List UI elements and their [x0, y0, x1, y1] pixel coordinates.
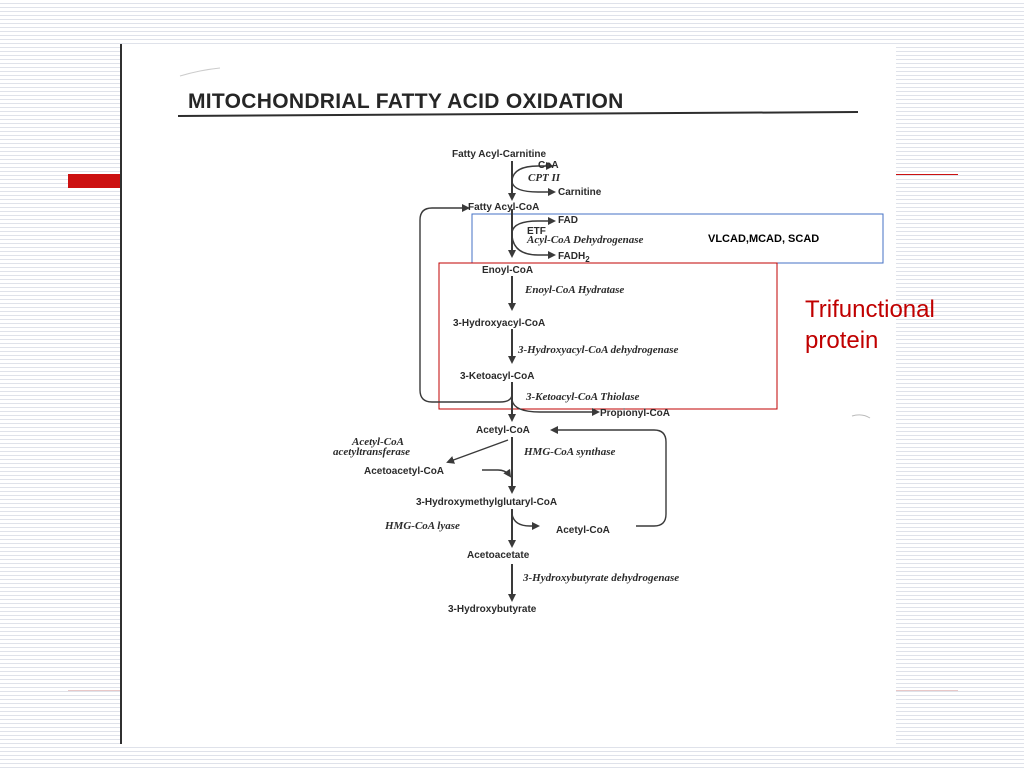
enzyme-acyl-coa-dehydrogenase: Acyl-CoA Dehydrogenase — [526, 234, 644, 246]
scan-mark — [851, 414, 871, 419]
slide-bottom-rule-right — [896, 690, 958, 691]
propionyl-coa: Propionyl-CoA — [600, 408, 670, 419]
acetoacetate: Acetoacetate — [467, 550, 530, 561]
trifunctional-line2: protein — [805, 327, 879, 354]
etf-label: ETF — [527, 226, 546, 237]
trifunctional-box — [438, 262, 778, 410]
fatty-acyl-carnitine: Fatty Acyl-Carnitine — [452, 149, 547, 160]
enzyme-hydroxyacyl-dehydrogenase: 3-Hydroxyacyl-CoA dehydrogenase — [517, 344, 679, 356]
enzyme-hmg-synthase: HMG-CoA synthase — [523, 446, 615, 458]
enzyme-hmg-lyase: HMG-CoA lyase — [384, 520, 460, 532]
arrow-acetylcoa-to-acetoacetyl — [446, 439, 509, 464]
scan-edge — [120, 44, 122, 744]
slide-accent-bar — [68, 174, 120, 188]
vlcad-label: VLCAD,MCAD, SCAD — [708, 233, 819, 245]
acetyl-coa-2: Acetyl-CoA — [556, 525, 610, 536]
loop-acetylcoa-return — [550, 426, 667, 527]
branch-fad — [511, 217, 556, 233]
branch-acetylcoa-2 — [511, 513, 540, 530]
fadh2-label: FADH2 — [558, 251, 590, 264]
trifunctional-annotation: Trifunctional protein — [805, 294, 1005, 356]
hydroxybutyrate: 3-Hydroxybutyrate — [448, 604, 537, 615]
scanned-figure: MITOCHONDRIAL FATTY ACID OXIDATION VLCAD… — [120, 44, 896, 744]
hmg-coa: 3-Hydroxymethylglutaryl-CoA — [416, 497, 557, 508]
carnitine-label: Carnitine — [558, 187, 602, 198]
loop-back-to-acylcoa — [419, 204, 513, 403]
scan-mark — [179, 67, 221, 77]
branch-fadh2 — [511, 235, 556, 259]
acetyl-coa: Acetyl-CoA — [476, 425, 530, 436]
enzyme-enoyl-coa-hydratase: Enoyl-CoA Hydratase — [524, 284, 624, 296]
trifunctional-line1: Trifunctional — [805, 296, 935, 323]
enzyme-acetyltransferase-line2: acetyltransferase — [333, 446, 410, 458]
enzyme-cpt2: CPT II — [528, 172, 561, 184]
branch-coa — [511, 162, 554, 181]
enoyl-coa: Enoyl-CoA — [482, 265, 533, 276]
fatty-acyl-coa: Fatty Acyl-CoA — [468, 202, 539, 213]
enzyme-thiolase: 3-Ketoacyl-CoA Thiolase — [525, 391, 639, 403]
acetoacetyl-coa: Acetoacetyl-CoA — [364, 466, 444, 477]
enzyme-acetyltransferase-line1: Acetyl-CoA — [351, 436, 404, 448]
ketoacyl-coa: 3-Ketoacyl-CoA — [460, 371, 534, 382]
figure-title: MITOCHONDRIAL FATTY ACID OXIDATION — [188, 90, 624, 113]
fadh2-subscript: 2 — [585, 255, 590, 264]
branch-carnitine — [511, 181, 556, 196]
slide-bottom-rule-left — [68, 690, 120, 691]
fad-label: FAD — [558, 215, 578, 226]
arrow-acetoacetyl-join — [482, 468, 512, 478]
title-underline — [177, 111, 859, 117]
coa-label: CoA — [538, 160, 559, 171]
pathway-diagram: MITOCHONDRIAL FATTY ACID OXIDATION VLCAD… — [177, 67, 884, 615]
enzyme-hydroxybutyrate-dehydrogenase: 3-Hydroxybutyrate dehydrogenase — [522, 572, 679, 584]
hydroxyacyl-coa: 3-Hydroxyacyl-CoA — [453, 318, 545, 329]
branch-propionyl — [511, 399, 600, 416]
slide-accent-line — [896, 174, 958, 175]
fadh2-text: FADH — [558, 251, 585, 262]
